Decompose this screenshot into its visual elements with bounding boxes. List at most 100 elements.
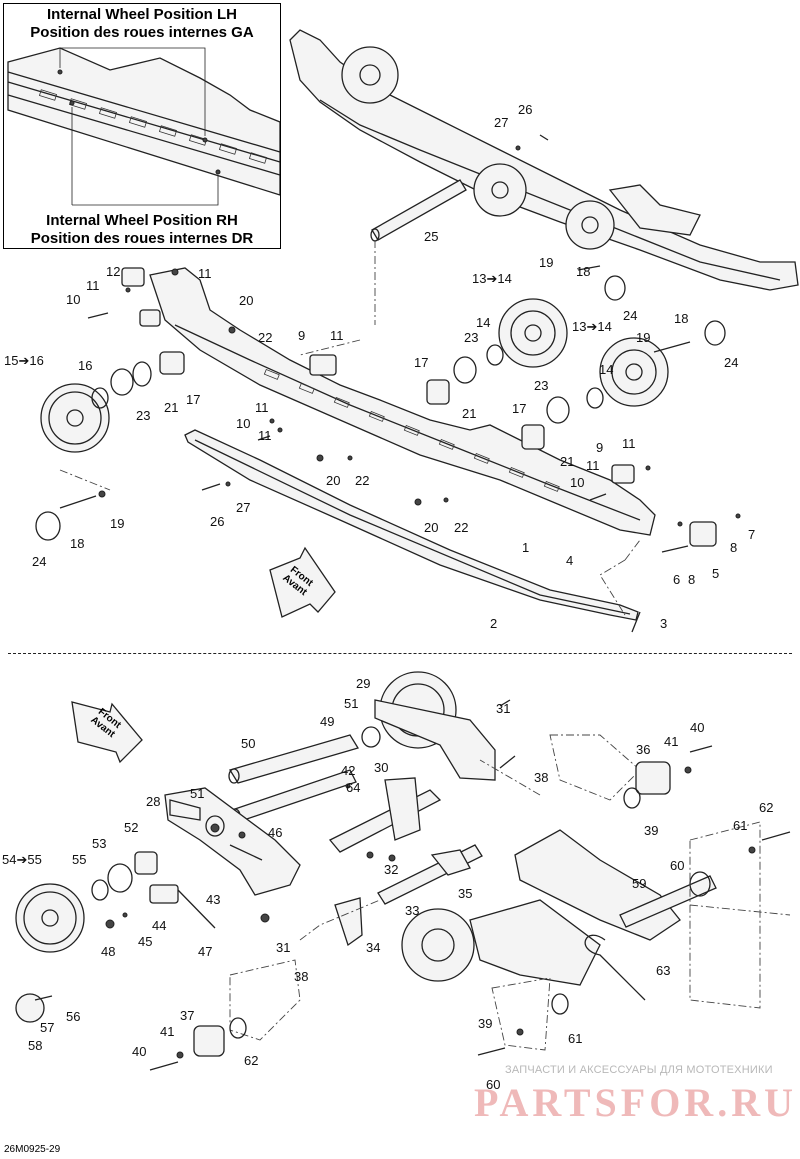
callout: 11 xyxy=(258,428,272,443)
callout: 31 xyxy=(496,701,510,716)
callout: 11 xyxy=(86,278,100,293)
callout: 19 xyxy=(110,516,124,531)
callout: 47 xyxy=(198,944,212,959)
callout: 9 xyxy=(298,328,305,343)
callout: 41 xyxy=(664,734,678,749)
front-arrow-upper xyxy=(269,546,336,618)
callout: 40 xyxy=(690,720,704,735)
callout: 45 xyxy=(138,934,152,949)
callout: 23 xyxy=(136,408,150,423)
section-divider xyxy=(8,653,792,654)
callout: 6 xyxy=(673,572,680,587)
callout: 8 xyxy=(730,540,737,555)
callout: 39 xyxy=(478,1016,492,1031)
callout: 11 xyxy=(622,436,636,451)
callout: 32 xyxy=(384,862,398,877)
callout: 22 xyxy=(454,520,468,535)
lower-exploded-parts xyxy=(15,671,791,1071)
callout: 11 xyxy=(330,328,344,343)
callout: 31 xyxy=(276,940,290,955)
callout: 62 xyxy=(759,800,773,815)
callout: 55 xyxy=(72,852,86,867)
callout: 60 xyxy=(670,858,684,873)
callout: 61 xyxy=(733,818,747,833)
callout: 58 xyxy=(28,1038,42,1053)
callout: 38 xyxy=(534,770,548,785)
callout: 22 xyxy=(258,330,272,345)
callout: 24 xyxy=(724,355,738,370)
callout: 21 xyxy=(462,406,476,421)
callout: 19 xyxy=(539,255,553,270)
callout: 10 xyxy=(236,416,250,431)
callout: 53 xyxy=(92,836,106,851)
callout: 4 xyxy=(566,553,573,568)
callout: 60 xyxy=(486,1077,500,1092)
callout: 5 xyxy=(712,566,719,581)
callout: 24 xyxy=(623,308,637,323)
front-arrow-lower xyxy=(71,701,143,764)
callout: 61 xyxy=(568,1031,582,1046)
inset-rail-drawing xyxy=(7,47,281,206)
callouts-lower: 29 51 31 50 49 42 64 30 40 36 41 38 51 2… xyxy=(2,676,773,1092)
callout: 34 xyxy=(366,940,380,955)
callout: 8 xyxy=(688,572,695,587)
callout: 64 xyxy=(346,780,360,795)
inset-title-lh-fr: Position des roues internes GA xyxy=(30,24,254,41)
callout: 2 xyxy=(490,616,497,631)
callout: 20 xyxy=(326,473,340,488)
callout: 3 xyxy=(660,616,667,631)
callout: 28 xyxy=(146,794,160,809)
callout: 9 xyxy=(596,440,603,455)
callouts-upper: 11 12 10 11 20 22 9 11 15➔16 16 23 21 17… xyxy=(4,102,755,631)
callout: 49 xyxy=(320,714,334,729)
watermark-logo: PARTSFOR.RU xyxy=(474,1080,797,1125)
callout: 38 xyxy=(294,969,308,984)
callout: 23 xyxy=(464,330,478,345)
callout: 63 xyxy=(656,963,670,978)
callout: 21 xyxy=(560,454,574,469)
callout: 29 xyxy=(356,676,370,691)
document-code: 26M0925-29 xyxy=(4,1144,61,1155)
callout: 11 xyxy=(586,458,600,473)
callout: 15➔16 xyxy=(4,353,44,368)
callout: 27 xyxy=(236,500,250,515)
callout: 44 xyxy=(152,918,166,933)
callout: 26 xyxy=(518,102,532,117)
callout: 51 xyxy=(344,696,358,711)
watermark-caption: ЗАПЧАСТИ И АКСЕССУАРЫ ДЛЯ МОТОТЕХНИКИ xyxy=(505,1064,773,1076)
callout: 41 xyxy=(160,1024,174,1039)
callout: 20 xyxy=(239,293,253,308)
callout: 33 xyxy=(405,903,419,918)
callout: 7 xyxy=(748,527,755,542)
callout: 11 xyxy=(255,400,269,415)
callout: 48 xyxy=(101,944,115,959)
callout: 56 xyxy=(66,1009,80,1024)
callout: 13➔14 xyxy=(572,319,612,334)
callout: 30 xyxy=(374,760,388,775)
callout: 62 xyxy=(244,1053,258,1068)
inset-title-rh-fr: Position des roues internes DR xyxy=(30,230,254,247)
inset-title-rh-en: Internal Wheel Position RH xyxy=(46,212,238,229)
callout: 43 xyxy=(206,892,220,907)
suspension-assembly-overview xyxy=(289,29,799,291)
callout: 14 xyxy=(599,362,613,377)
callout: 25 xyxy=(424,229,438,244)
callout: 57 xyxy=(40,1020,54,1035)
callout: 10 xyxy=(570,475,584,490)
callout: 17 xyxy=(414,355,428,370)
callout: 18 xyxy=(674,311,688,326)
upper-exploded-parts xyxy=(35,134,741,633)
callout: 12 xyxy=(106,264,120,279)
callout: 14 xyxy=(476,315,490,330)
callout: 18 xyxy=(576,264,590,279)
callout: 59 xyxy=(632,876,646,891)
callout: 39 xyxy=(644,823,658,838)
callout: 54➔55 xyxy=(2,852,42,867)
callout: 22 xyxy=(355,473,369,488)
callout: 21 xyxy=(164,400,178,415)
callout: 42 xyxy=(341,763,355,778)
callout: 20 xyxy=(424,520,438,535)
callout: 36 xyxy=(636,742,650,757)
callout: 13➔14 xyxy=(472,271,512,286)
